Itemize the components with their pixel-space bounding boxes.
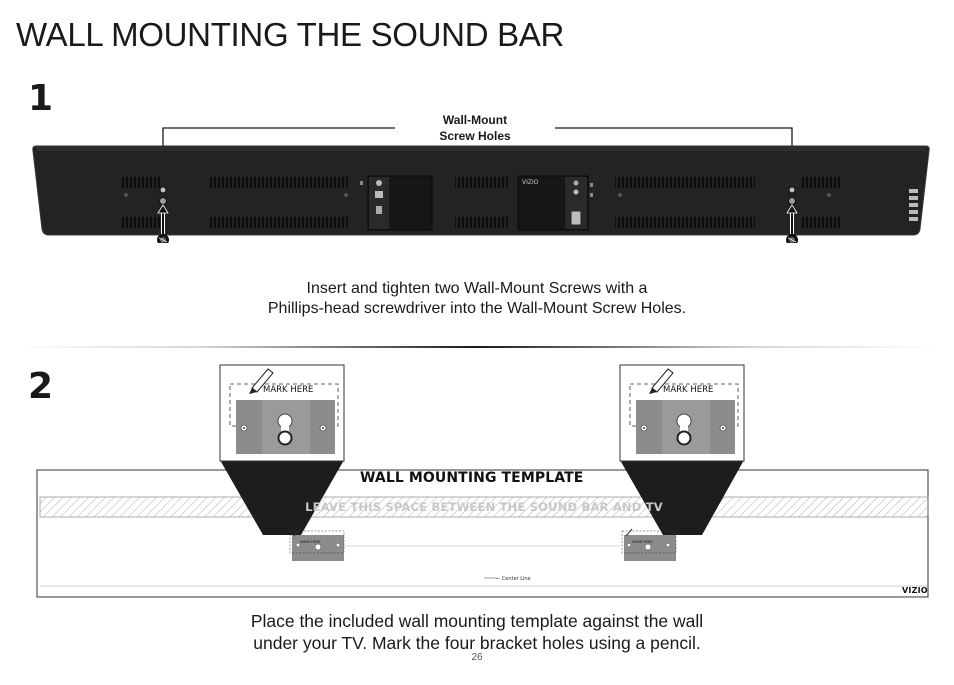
step1-instruction-line-2: Phillips-head screwdriver into the Wall-… (267, 300, 687, 317)
section-divider (16, 346, 938, 348)
step-number-2: 2 (28, 366, 54, 407)
keyhole-icon-left (277, 413, 293, 446)
keyhole-icon-right (676, 413, 692, 446)
right-screw-hole (788, 197, 796, 205)
template-title: WALL MOUNTING TEMPLATE (360, 470, 584, 486)
small-pencil-icon-left (293, 528, 301, 537)
left-wall-screw-icon (157, 204, 169, 243)
soundbar-brand-label: VIZIO (522, 179, 539, 186)
mark-here-small-right: MARK HERE (632, 540, 653, 544)
step1-instruction-line-1: Insert and tighten two Wall-Mount Screws… (306, 280, 648, 297)
pencil-icon-left (249, 368, 274, 394)
page-number: 26 (471, 652, 483, 663)
step2-instruction: Place the included wall mounting templat… (0, 610, 954, 654)
pencil-icon-right (649, 368, 674, 394)
mark-here-small-left: MARK HERE (300, 540, 321, 544)
page-title: WALL MOUNTING THE SOUND BAR (16, 16, 565, 53)
center-line-label: ← Center Line (496, 576, 531, 582)
step-number-1: 1 (28, 78, 54, 119)
small-pencil-icon-right (625, 528, 633, 537)
template-subtitle: LEAVE THIS SPACE BETWEEN THE SOUND BAR A… (305, 500, 663, 514)
wall-mounting-template-illustration (36, 364, 929, 598)
step2-instruction-line-1: Place the included wall mounting templat… (250, 611, 704, 631)
mark-here-label-right: MARK HERE (663, 385, 714, 395)
step1-instruction: Insert and tighten two Wall-Mount Screws… (0, 279, 954, 319)
right-wall-screw-icon (786, 204, 798, 243)
wall-mount-screw-holes-label: Wall-Mount Screw Holes (439, 113, 511, 143)
template-brand-label: VIZIO (902, 586, 928, 595)
sound-bar-illustration: VIZIO (32, 145, 930, 243)
left-screw-hole (159, 197, 167, 205)
step2-instruction-line-2: under your TV. Mark the four bracket hol… (253, 633, 701, 653)
mark-here-label-left: MARK HERE (263, 385, 314, 395)
